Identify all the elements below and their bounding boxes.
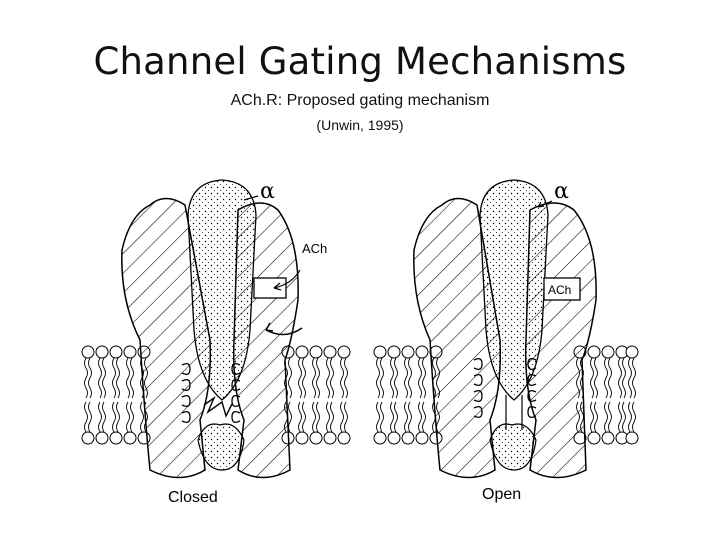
helix-right-open <box>527 358 537 418</box>
ach-label-open: ACh <box>548 283 571 297</box>
slide-subtitle: ACh.R: Proposed gating mechanism <box>230 92 490 109</box>
ach-binding-site-closed <box>253 277 287 299</box>
bottom-lobes-closed <box>197 423 245 471</box>
bottom-lobes-open <box>489 423 537 471</box>
membrane-left-closed <box>81 345 151 445</box>
helix-left-closed <box>181 363 191 423</box>
slide-title: Channel Gating Mechanisms <box>93 40 627 83</box>
rotation-arrow-icon <box>265 327 303 336</box>
right-subunit-open <box>524 202 597 479</box>
closed-channel: α ACh <box>81 179 351 479</box>
binding-arrow-closed <box>273 269 301 289</box>
helix-left-open <box>473 358 483 418</box>
helix-right-closed <box>231 363 241 423</box>
ach-label-closed: ACh <box>302 241 327 256</box>
caption-closed: Closed <box>168 489 218 506</box>
ach-bound-site-open <box>543 277 581 301</box>
membrane-right-closed <box>281 345 351 445</box>
open-channel: ACh α <box>373 179 639 479</box>
left-subunit-open <box>413 197 502 479</box>
citation: (Unwin, 1995) <box>316 117 404 133</box>
alpha-label-closed: α <box>260 179 275 204</box>
left-subunit-closed <box>121 197 212 479</box>
open-pore <box>505 395 523 430</box>
alpha-label-open: α <box>554 179 569 204</box>
gate-kink-closed <box>203 396 233 418</box>
right-subunit-closed <box>232 202 299 479</box>
caption-open: Open <box>482 486 522 503</box>
